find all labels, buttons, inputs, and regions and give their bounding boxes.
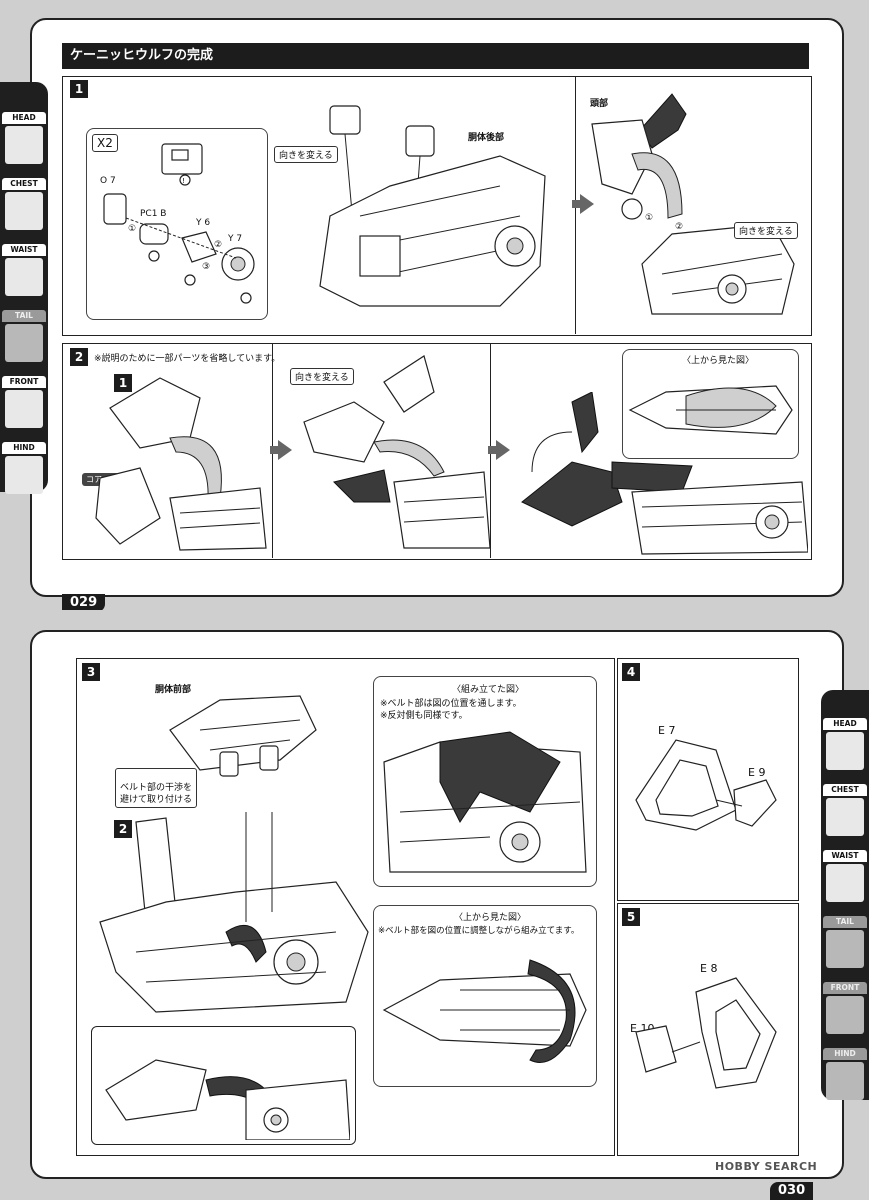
- nav-left-hind-legs-label: HIND LEGS: [2, 442, 46, 464]
- nav-left-hind-legs[interactable]: HIND LEGS: [2, 442, 46, 500]
- step1-subassembly-drawing: !: [103, 143, 255, 304]
- top-view-drawing: [382, 959, 587, 1063]
- step4-drawing: [635, 739, 777, 831]
- assembled-note-1: ※ベルト部は図の位置を通します。: [380, 699, 522, 709]
- head-order-2: ②: [675, 222, 684, 232]
- step5-part-e8: E 8: [700, 962, 718, 975]
- step3-detail-drawing: [105, 1059, 350, 1140]
- head-order-1: ①: [645, 213, 654, 223]
- part-y6: Y 6: [196, 218, 211, 228]
- wolf-front-legs-icon: [826, 996, 864, 1034]
- assembled-caption: 〈組み立てた図〉: [452, 685, 525, 695]
- section-title: ケーニッヒウルフの完成: [62, 43, 809, 69]
- step2-final-drawing: [521, 392, 808, 555]
- nav-right-chest-label: CHEST: [823, 784, 867, 796]
- step2-core-drawing: [95, 377, 267, 551]
- nav-left-chest[interactable]: CHEST: [2, 178, 46, 236]
- top-view-caption: 〈上から見た図〉: [454, 913, 527, 923]
- step4-number: 4: [622, 663, 640, 681]
- nav-right-head-label: HEAD: [823, 718, 867, 730]
- step2-number: 2: [70, 348, 88, 366]
- nav-left-chest-label: CHEST: [2, 178, 46, 190]
- part-o7: O 7: [100, 176, 116, 186]
- nav-left-waist-label: WAIST: [2, 244, 46, 256]
- nav-right-tail-label: TAIL: [823, 916, 867, 928]
- assembled-note-2: ※反対側も同様です。: [380, 711, 468, 721]
- turn-note-1: 向きを変える: [274, 146, 338, 163]
- nav-left-waist[interactable]: WAIST: [2, 244, 46, 302]
- head-label: 頭部: [590, 99, 609, 109]
- step3-substep: 2: [114, 820, 132, 838]
- step2-top-view-drawing: [628, 385, 793, 435]
- nav-left-head-label: HEAD: [2, 112, 46, 124]
- front-body-label: 胴体前部: [155, 685, 192, 695]
- nav-right-waist-label: WAIST: [823, 850, 867, 862]
- assembled-drawing: [383, 731, 587, 873]
- wolf-chest-icon: [826, 798, 864, 836]
- step5-drawing: [635, 977, 777, 1089]
- step4-part-e9: E 9: [748, 766, 766, 779]
- nav-left-tail[interactable]: TAIL: [2, 310, 46, 368]
- step2-substep: 1: [114, 374, 132, 392]
- nav-right-hind-legs-label: HIND LEGS: [823, 1048, 867, 1070]
- top-view-note: ※ベルト部を図の位置に調整しながら組み立てます。: [378, 926, 580, 936]
- step1-next-arrow: [572, 194, 594, 214]
- step3-number: 3: [82, 663, 100, 681]
- turn-note-2: 向きを変える: [734, 222, 798, 239]
- nav-left-front-legs[interactable]: FRONT LEGS: [2, 376, 46, 434]
- nav-right-hind-legs[interactable]: HIND LEGS: [823, 1048, 867, 1106]
- step4-part-e7: E 7: [658, 724, 676, 737]
- page-number-029: 029: [62, 594, 106, 612]
- front-body-drawing: [169, 695, 317, 777]
- wolf-head-icon: [5, 126, 43, 164]
- wolf-hind-legs-icon: [826, 1062, 864, 1100]
- nav-right-front-legs[interactable]: FRONT LEGS: [823, 982, 867, 1040]
- wolf-head-icon: [826, 732, 864, 770]
- step1-number: 1: [70, 80, 88, 98]
- belt-note: ベルト部の干渉を 避けて取り付ける: [115, 768, 198, 808]
- wolf-front-legs-icon: [5, 390, 43, 428]
- nav-left-tail-label: TAIL: [2, 310, 46, 322]
- part-pc1b: PC1 B: [140, 209, 167, 219]
- wolf-tail-icon: [826, 930, 864, 968]
- nav-right-tail[interactable]: TAIL: [823, 916, 867, 974]
- step3-main-drawing: [99, 812, 369, 1013]
- page-number-030: 030: [770, 1182, 814, 1200]
- step2-top-view-caption: 〈上から見た図〉: [682, 356, 755, 366]
- head-attach-drawing: [591, 93, 795, 315]
- nav-right-head[interactable]: HEAD: [823, 718, 867, 776]
- part-y7: Y 7: [228, 234, 243, 244]
- wolf-waist-icon: [5, 258, 43, 296]
- body-rear-label: 胴体後部: [468, 133, 505, 143]
- wolf-waist-icon: [826, 864, 864, 902]
- order-mark-1: ①: [128, 224, 137, 234]
- nav-left-head[interactable]: HEAD: [2, 112, 46, 170]
- nav-right-waist[interactable]: WAIST: [823, 850, 867, 908]
- belt-note-text: ベルト部の干渉を 避けて取り付ける: [120, 783, 193, 805]
- step2-arrow-2: [488, 440, 510, 460]
- order-mark-2: ②: [214, 240, 223, 250]
- step1-multiplier: X2: [92, 134, 118, 152]
- order-mark-3: ③: [202, 262, 211, 272]
- nav-left-front-legs-label: FRONT LEGS: [2, 376, 46, 398]
- wolf-hind-legs-icon: [5, 456, 43, 494]
- step2-rotate-drawing: [303, 355, 490, 549]
- step2-note: ※説明のために一部パーツを省略しています。: [94, 354, 281, 364]
- wolf-chest-icon: [5, 192, 43, 230]
- svg-text:!: !: [182, 177, 185, 185]
- nav-right-front-legs-label: FRONT LEGS: [823, 982, 867, 1004]
- body-rear-drawing: [319, 105, 546, 307]
- step2-turn-note: 向きを変える: [290, 368, 354, 385]
- wolf-tail-icon: [5, 324, 43, 362]
- step5-number: 5: [622, 908, 640, 926]
- nav-right-chest[interactable]: CHEST: [823, 784, 867, 842]
- watermark: HOBBY SEARCH: [715, 1160, 818, 1173]
- step2-arrow-1: [270, 440, 292, 460]
